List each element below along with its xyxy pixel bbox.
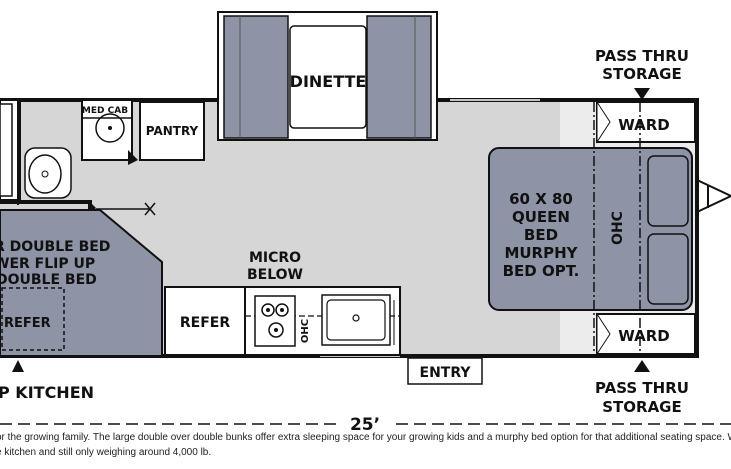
stove: [254, 295, 296, 347]
ohc-bed-label: OHC: [610, 211, 626, 245]
pillow-2: [647, 233, 689, 305]
dinette-bench-right: [366, 15, 432, 139]
kitchen-arrow: [12, 360, 24, 372]
ohc-kitchen-label: OHC: [300, 319, 311, 343]
shower: [0, 103, 13, 197]
pillow-1: [647, 155, 689, 227]
bunk-label-3: DOUBLE BED: [0, 272, 97, 288]
pantry: [139, 101, 205, 161]
pass-thru-bottom-label: PASS THRU: [595, 379, 689, 397]
ward-top-label: WARD: [618, 116, 669, 134]
bunk-label-1: R DOUBLE BED: [0, 239, 110, 255]
length-label: 25’: [350, 415, 380, 435]
dinette-table: [289, 25, 367, 129]
storage-bottom-label: STORAGE: [602, 398, 682, 416]
refer-box: [164, 286, 246, 356]
bed-label-4: MURPHY: [504, 244, 578, 262]
refer-label: REFER: [180, 315, 230, 331]
dinette-label: DINETTE: [290, 72, 367, 91]
bed-label-1: 60 X 80: [509, 190, 573, 208]
description-line-2: e kitchen and still only weighing around…: [0, 447, 212, 458]
kitchen-label: P KITCHEN: [0, 383, 94, 402]
bed-label-2: QUEEN: [512, 208, 570, 226]
pantry-label: PANTRY: [146, 124, 199, 138]
bed-label-5: BED OPT.: [503, 262, 580, 280]
bunk-refer-box: [1, 287, 65, 351]
pass-thru-top-label: PASS THRU: [595, 47, 689, 65]
bed-label-3: BED: [524, 226, 558, 244]
below-label: BELOW: [247, 267, 303, 283]
micro-label: MICRO: [249, 250, 301, 266]
entry-step: [407, 357, 483, 385]
ward-bottom: [596, 313, 696, 355]
floorplan-description: or the growing family. The large double …: [0, 430, 731, 460]
dinette-bench-left: [223, 15, 289, 139]
ward-top: [596, 101, 696, 143]
storage-top-label: STORAGE: [602, 65, 682, 83]
bunk-refer-label: REFER: [4, 316, 51, 331]
hitch: [696, 179, 731, 213]
pass-thru-arrow-bottom: [634, 360, 650, 372]
pass-thru-arrow-top: [634, 88, 650, 100]
queen-bed: [488, 147, 693, 311]
entry-label: ENTRY: [420, 365, 472, 381]
description-line-1: or the growing family. The large double …: [0, 432, 731, 443]
bunk-label-2: WER FLIP UP: [0, 256, 95, 272]
med-cab-label: MED CAB: [82, 106, 128, 116]
door-stop-icon: [144, 202, 156, 216]
ward-bottom-label: WARD: [618, 327, 669, 345]
